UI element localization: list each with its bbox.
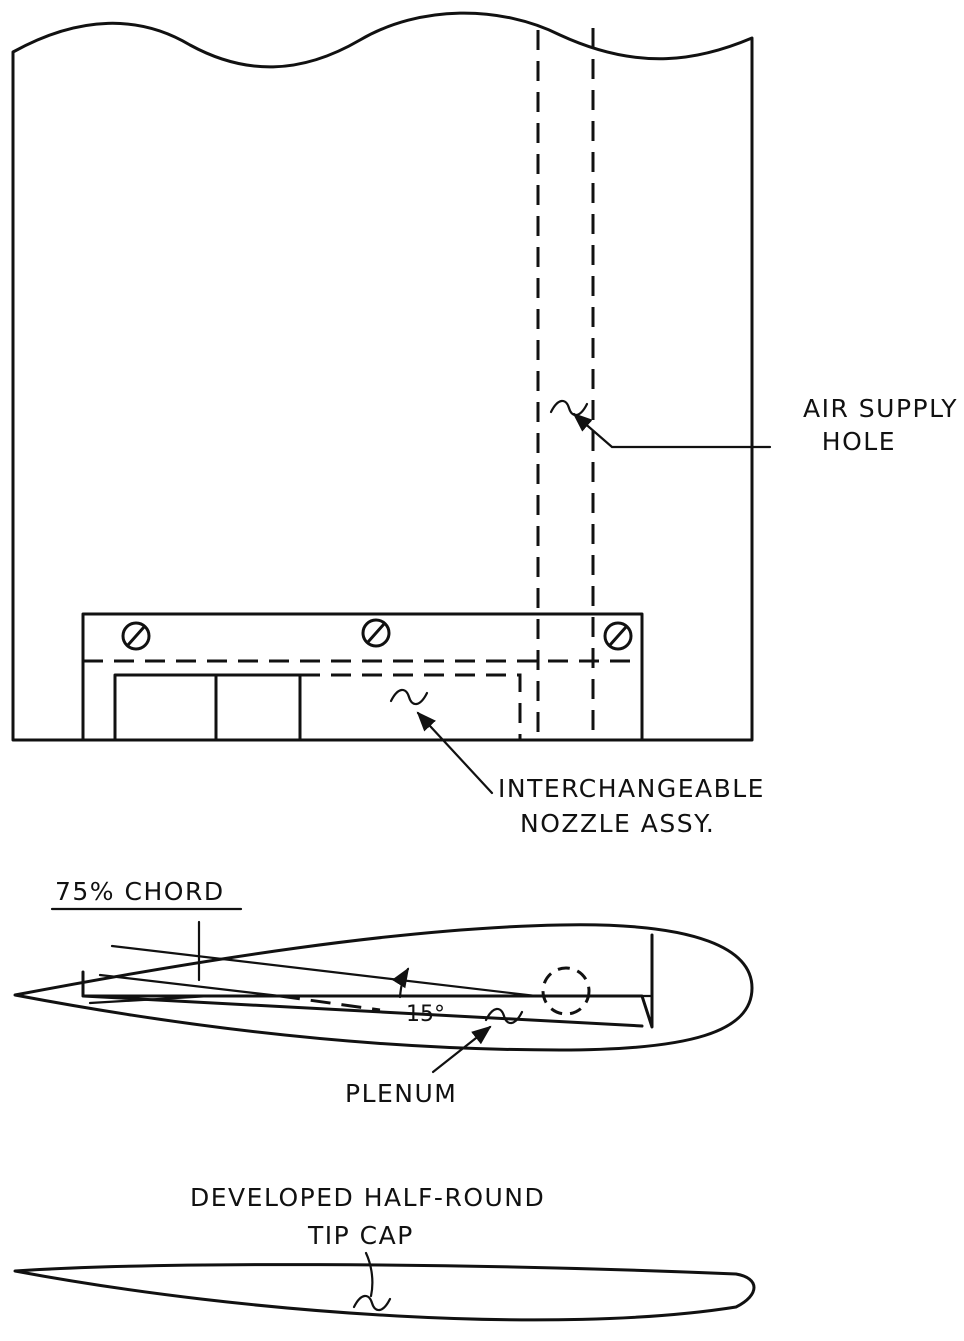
angle-arc	[391, 967, 410, 999]
tip-cap-outline	[13, 1263, 756, 1322]
nozzle-plenum-dashed	[300, 673, 522, 740]
nozzle-assembly-block	[81, 612, 644, 742]
nozzle-upper-line	[110, 944, 538, 998]
plenum-tilde	[484, 1007, 524, 1025]
tip-cap-tilde	[352, 1294, 392, 1312]
plenum-inner-line	[88, 994, 212, 1005]
nozzle-tilde	[389, 688, 429, 706]
nozzle-label-line2: NOZZLE ASSY.	[520, 809, 715, 838]
plenum-label: PLENUM	[345, 1079, 457, 1108]
blade-elevation-view: AIR SUPPLY HOLE INTERCHANGEABLE NOZZLE A…	[11, 11, 958, 838]
angle-reference-dashed	[279, 994, 381, 1012]
air-supply-leader	[572, 412, 772, 449]
screw-icon	[603, 621, 633, 651]
screw-icon	[361, 618, 391, 648]
air-hole-dashed-circle	[541, 966, 591, 1016]
airfoil-section-view: 15° 75% CHORD PLENUM	[13, 877, 754, 1108]
nozzle-assembly	[81, 612, 644, 742]
tip-cap-view: DEVELOPED HALF-ROUND TIP CAP	[13, 1183, 756, 1322]
air-supply-label-line1: AIR SUPPLY	[803, 394, 958, 423]
angle-label: 15°	[406, 1002, 445, 1027]
nozzle-cell-2	[214, 673, 302, 742]
tip-cap-label-line1: DEVELOPED HALF-ROUND	[190, 1183, 545, 1212]
chord-label: 75% CHORD	[55, 877, 225, 906]
tip-cap-label-line2: TIP CAP	[307, 1221, 414, 1250]
plenum-leader	[431, 1025, 492, 1074]
tip-cap-leader	[364, 1251, 374, 1298]
airfoil-outline	[13, 923, 754, 1052]
angle-reference-line	[98, 973, 282, 998]
nozzle-cell-1	[113, 673, 218, 742]
nozzle-leader	[416, 711, 494, 795]
screw-icon	[121, 621, 151, 651]
nozzle-label-line1: INTERCHANGEABLE	[498, 774, 765, 803]
blade-outline	[11, 11, 754, 742]
air-supply-label-line2: HOLE	[822, 427, 896, 456]
air-supply-tilde	[549, 399, 589, 417]
plenum-outline	[81, 933, 654, 1029]
